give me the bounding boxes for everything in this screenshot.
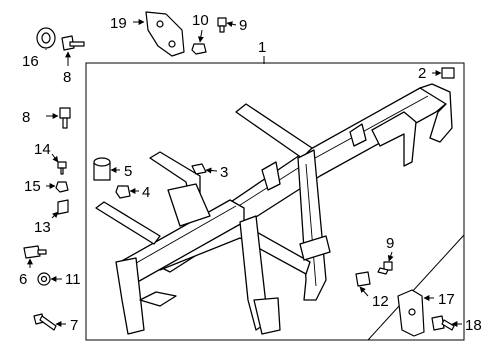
frame-right-end-bracket — [419, 83, 453, 143]
screw-shank — [60, 167, 64, 175]
callout-7: 7 — [70, 317, 78, 334]
clip-part-12[interactable] — [355, 271, 371, 287]
leader-13 — [51, 211, 59, 219]
bolt-head — [23, 245, 41, 259]
leader-14 — [51, 153, 59, 163]
nut-hole — [40, 275, 48, 283]
bracket-hole — [168, 40, 176, 48]
frame-down-tube-foot — [253, 297, 281, 335]
leader-9a — [226, 21, 237, 28]
bolt-part-6[interactable] — [23, 245, 47, 259]
nut-body — [191, 43, 207, 55]
bolt-part-18[interactable] — [431, 315, 455, 331]
leader-10 — [197, 29, 204, 43]
callout-4: 4 — [142, 184, 150, 201]
leader-9b — [387, 251, 394, 262]
frame-left-leg — [115, 257, 145, 335]
bushing-part-5[interactable] — [93, 157, 111, 181]
frame-center-tube-edge — [123, 205, 237, 271]
callout-8b: 8 — [22, 109, 30, 126]
frame-top-arm — [235, 103, 313, 159]
nut-body — [55, 181, 69, 193]
callout-18: 18 — [465, 317, 482, 334]
callout-10: 10 — [192, 12, 209, 29]
callout-9b: 9 — [386, 235, 394, 252]
callout-19: 19 — [110, 15, 127, 32]
bolt-shank — [377, 267, 389, 275]
callout-5: 5 — [124, 163, 132, 180]
leader-12 — [359, 286, 369, 297]
frame-right-lower-arm — [371, 111, 417, 167]
nut-part-10[interactable] — [191, 43, 207, 55]
nut-part-15[interactable] — [55, 181, 69, 193]
callout-14: 14 — [34, 141, 51, 158]
bolt-head — [217, 17, 227, 27]
bolt-part-8-lower[interactable] — [59, 107, 71, 129]
callout-2: 2 — [418, 65, 426, 82]
callout-12: 12 — [372, 293, 389, 310]
nut-body — [115, 185, 131, 199]
bolt-shank — [39, 315, 57, 331]
bracket-part-19[interactable] — [145, 11, 185, 57]
frame-right-foot — [299, 235, 331, 261]
bolt-shank — [62, 117, 68, 129]
callout-11: 11 — [65, 271, 81, 288]
bracket-part-17[interactable] — [397, 289, 425, 337]
bolt-head — [59, 107, 71, 119]
bolt-part-9-top[interactable] — [217, 17, 227, 33]
callout-1: 1 — [258, 39, 266, 56]
bracket-body — [145, 11, 185, 57]
bolt-part-8-upper[interactable] — [61, 35, 85, 51]
screw-part-14[interactable] — [57, 161, 67, 175]
frame-left-flat-bracket — [95, 201, 161, 245]
assembly-boundary — [85, 62, 465, 341]
callout-15: 15 — [24, 178, 41, 195]
bolt-shank — [219, 25, 225, 33]
frame-left-lower-brace — [139, 291, 177, 307]
nut-part-11[interactable] — [37, 272, 51, 286]
bolt-part-9-lower[interactable] — [377, 261, 393, 275]
bushing-top — [93, 157, 111, 167]
bolt-part-7[interactable] — [33, 313, 57, 331]
callout-8a: 8 — [63, 69, 71, 86]
bolt-shank — [69, 41, 85, 47]
nut-part-4[interactable] — [115, 185, 131, 199]
clip-part-13[interactable] — [57, 199, 69, 215]
bolt-head — [383, 261, 393, 271]
bolt-head — [431, 315, 445, 331]
callout-16: 16 — [22, 53, 39, 70]
frame-tab-b — [349, 123, 367, 147]
assembly-boundary-corner — [367, 234, 465, 341]
clip-body — [441, 67, 455, 79]
bolt-shank — [37, 249, 47, 255]
clip-part-2[interactable] — [441, 67, 455, 79]
frame-upper-left-mount — [167, 183, 211, 227]
cross-car-beam-frame[interactable] — [95, 83, 453, 335]
clip-body — [355, 271, 371, 287]
frame-tab-a — [261, 161, 281, 191]
washer-hole — [41, 32, 51, 44]
callout-6: 6 — [19, 271, 27, 288]
bracket-hole — [156, 20, 164, 28]
callout-13: 13 — [34, 219, 51, 236]
clip-body — [57, 199, 69, 215]
frame-vertical-support-edge — [305, 163, 317, 287]
leader-3 — [205, 167, 218, 174]
bolt-shank — [441, 319, 455, 331]
washer-part-16[interactable] — [36, 27, 56, 49]
callout-17: 17 — [438, 291, 455, 308]
callout-9a: 9 — [239, 17, 247, 34]
bracket-hole — [408, 308, 416, 316]
screw-head — [57, 161, 67, 169]
callout-3: 3 — [220, 164, 228, 181]
